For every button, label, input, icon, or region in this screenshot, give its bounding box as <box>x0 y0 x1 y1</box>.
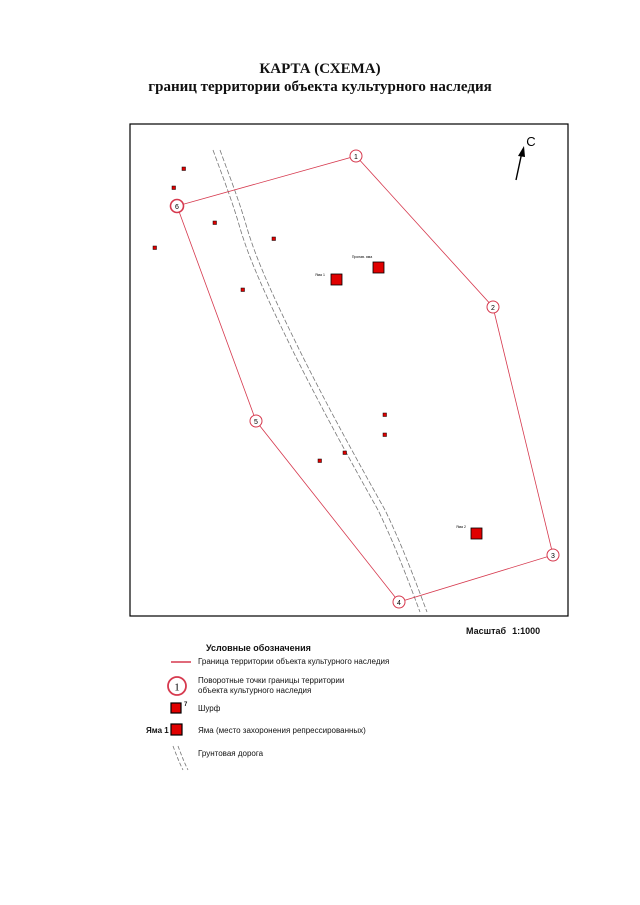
map-title-line1: КАРТА (СХЕМА) <box>259 61 381 77</box>
legend-road-symbol-left <box>172 745 184 771</box>
legend-burial-pit-symbol <box>170 723 183 736</box>
north-label: С <box>526 134 535 149</box>
burial-pit-label: Яма 2 <box>456 525 466 529</box>
turning-point-1[interactable]: 1 <box>349 149 363 163</box>
legend-test-pit-symbol <box>170 702 182 714</box>
turning-point-label: 2 <box>491 305 495 312</box>
turning-point-2[interactable]: 2 <box>486 300 500 314</box>
test-pits <box>152 166 387 463</box>
legend-turning-points-line1: Поворотные точки границы территории <box>198 676 345 685</box>
legend-title: Условные обозначения <box>206 643 311 653</box>
test-pit-marker <box>271 236 276 241</box>
turning-point-3[interactable]: 3 <box>546 548 560 562</box>
turning-point-6[interactable]: 6 <box>169 198 185 214</box>
turning-point-label: 1 <box>354 154 358 161</box>
map-title: КАРТА (СХЕМА) границ территории объекта … <box>0 60 640 96</box>
test-pit-marker <box>152 245 157 250</box>
legend-boundary-text: Граница территории объекта культурного н… <box>198 657 390 666</box>
legend-turning-point-number: 1 <box>174 682 180 694</box>
test-pit-marker <box>171 185 176 190</box>
legend-turning-points-text: Поворотные точки границы территории объе… <box>198 676 344 696</box>
burial-pit-missing[interactable]: Пропав. яма <box>352 255 385 274</box>
legend-road-symbol-right <box>177 745 189 771</box>
test-pit-marker <box>212 220 217 225</box>
test-pit-marker <box>382 412 387 417</box>
dirt-road-edge-left <box>212 149 421 613</box>
test-pit-marker <box>317 458 322 463</box>
north-arrow: С <box>515 134 536 181</box>
legend-test-pit-text: Шурф <box>198 704 221 713</box>
turning-point-label: 3 <box>551 553 555 560</box>
burial-pit-1[interactable]: Яма 1 <box>315 273 343 286</box>
legend-burial-pit-text: Яма (место захоронения репрессированных) <box>198 726 366 735</box>
legend-burial-pit-label: Яма 1 <box>146 726 169 735</box>
legend-turning-point-symbol: 1 <box>167 676 187 696</box>
turning-point-label: 6 <box>175 204 179 211</box>
test-pit-marker <box>382 432 387 437</box>
burial-pit-label: Яма 1 <box>315 273 325 277</box>
test-pit-marker <box>181 166 186 171</box>
burial-pit-2[interactable]: Яма 2 <box>456 525 483 540</box>
turning-point-label: 4 <box>397 600 401 607</box>
turning-point-5[interactable]: 5 <box>249 414 263 428</box>
test-pit-marker <box>342 450 347 455</box>
turning-point-label: 5 <box>254 419 258 426</box>
dirt-road-edge-right <box>219 149 428 613</box>
scale-value: 1:1000 <box>512 626 541 636</box>
map-title-line2: границ территории объекта культурного на… <box>148 79 492 95</box>
legend-test-pit-number: 7 <box>184 702 188 708</box>
test-pit-marker <box>240 287 245 292</box>
heritage-boundary <box>176 155 554 603</box>
scale-label: Масштаб <box>466 626 507 636</box>
turning-point-4[interactable]: 4 <box>392 595 406 609</box>
legend-road-text: Грунтовая дорога <box>198 749 264 758</box>
map-frame <box>129 123 569 617</box>
legend-turning-points-line2: объекта культурного наследия <box>198 686 312 695</box>
burial-pit-label: Пропав. яма <box>352 255 372 259</box>
scale: Масштаб 1:1000 <box>466 626 540 636</box>
